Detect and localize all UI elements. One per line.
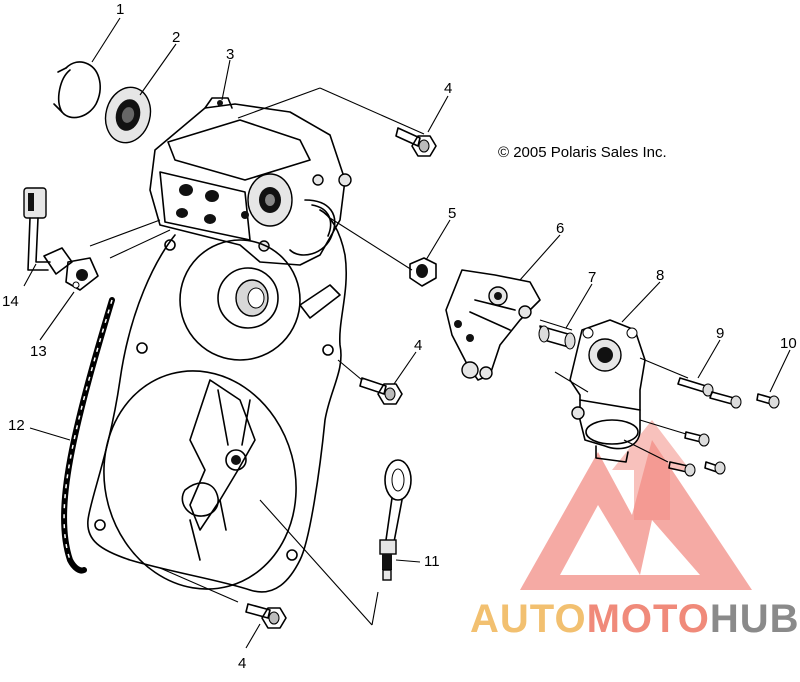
- part-9-screw-middle: [684, 431, 710, 447]
- callout-1: 1: [116, 1, 124, 18]
- callout-12: 12: [8, 417, 25, 434]
- callout-7: 7: [588, 269, 596, 286]
- part-5-washer: [409, 257, 437, 287]
- part-1-retaining-ring: [53, 61, 101, 119]
- callout-5: 5: [448, 205, 456, 222]
- part-9-screw-upper: [677, 377, 742, 409]
- callout-9: 9: [716, 325, 724, 342]
- callout-4-top: 4: [444, 80, 452, 97]
- callout-13: 13: [30, 343, 47, 360]
- callout-3: 3: [226, 46, 234, 63]
- part-10-screw-upper: [756, 393, 780, 409]
- cover-plate: [87, 209, 348, 593]
- part-12-gasket: [61, 297, 115, 574]
- watermark-arrow-shape: [612, 420, 690, 520]
- callout-numbers: 1 2 3 4 5 6 7 8 9 10 4 11 12 13 14 4: [2, 1, 797, 672]
- callout-6: 6: [556, 220, 564, 237]
- part-14-sensor-harness: [23, 187, 73, 275]
- part-3-gearcase-housing: [149, 97, 352, 266]
- callout-14: 14: [2, 293, 19, 310]
- part-2-seal: [104, 86, 152, 144]
- callout-10: 10: [780, 335, 797, 352]
- callout-8: 8: [656, 267, 664, 284]
- svg-text:AUTOMOTOHUB: AUTOMOTOHUB: [470, 597, 800, 641]
- watermark-text: AUTOMOTOHUB: [470, 597, 800, 641]
- copyright-notice: © 2005 Polaris Sales Inc.: [498, 144, 667, 161]
- part-4-bolt-bottom: [245, 603, 287, 629]
- part-7-coupler: [538, 325, 576, 350]
- callout-11: 11: [424, 553, 440, 570]
- watermark-hub: HUB: [710, 597, 800, 641]
- part-13-sensor: [65, 257, 99, 291]
- part-4-bolt-top: [395, 127, 437, 157]
- part-8-actuator-motor: [569, 319, 646, 463]
- watermark-auto: AUTO: [470, 597, 587, 641]
- part-4-bolt-middle: [359, 377, 403, 405]
- callout-4-middle: 4: [414, 337, 422, 354]
- leader-lines: [23, 17, 791, 649]
- part-10-screw-lower: [704, 461, 726, 475]
- watermark-logo: [520, 420, 752, 590]
- watermark-moto: MOTO: [587, 597, 710, 641]
- callout-2: 2: [172, 29, 180, 46]
- watermark-triangle-mark: [520, 440, 752, 590]
- callout-4-bottom: 4: [238, 655, 246, 672]
- part-6-bracket: [445, 269, 541, 381]
- part-9-screw-lower: [668, 461, 696, 477]
- part-11-dipstick: [379, 459, 412, 581]
